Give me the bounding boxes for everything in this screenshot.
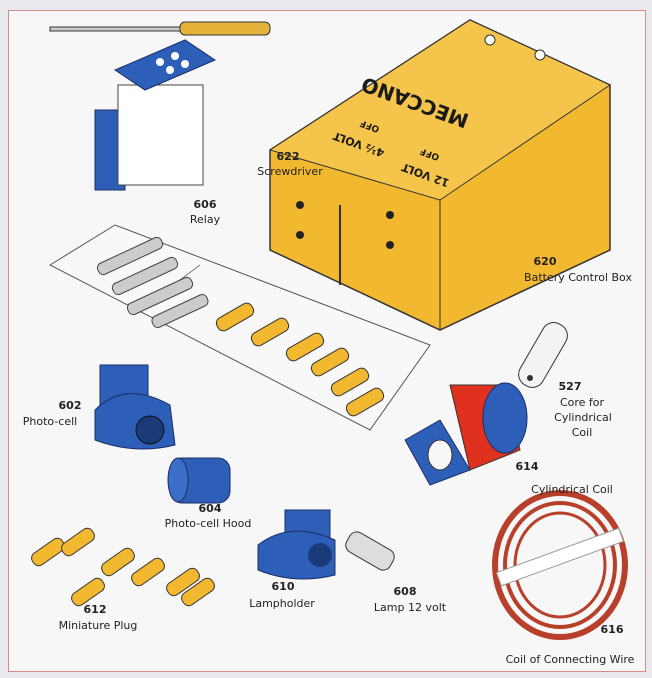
item-614-name: Cylindrical Coil bbox=[531, 483, 613, 496]
item-622-number: 622 bbox=[276, 150, 300, 163]
photo-cell-image bbox=[94, 364, 176, 450]
item-527-name-1: Core for bbox=[559, 396, 605, 409]
tray-screws bbox=[96, 236, 209, 328]
item-606-number: 606 bbox=[193, 198, 217, 211]
item-604-number: 604 bbox=[198, 502, 222, 515]
lampholder-image bbox=[257, 509, 336, 580]
core-image bbox=[518, 322, 568, 388]
item-604-name: Photo-cell Hood bbox=[164, 517, 252, 530]
item-602-name: Photo-cell bbox=[22, 415, 78, 428]
item-612-number: 612 bbox=[83, 603, 107, 616]
item-610-name: Lampholder bbox=[249, 597, 315, 610]
photo-cell-hood-image bbox=[167, 457, 231, 504]
item-620-name: Battery Control Box bbox=[524, 271, 632, 284]
item-527-number: 527 bbox=[558, 380, 582, 393]
relay-image bbox=[94, 39, 217, 191]
item-608-name: Lamp 12 volt bbox=[373, 601, 447, 614]
item-606-name: Relay bbox=[189, 213, 221, 226]
item-527-name-3: Coil bbox=[571, 426, 593, 439]
battery-control-box-image: MECCANO 4½ VOLT 12 VOLT OFF OFF bbox=[268, 19, 612, 331]
wire-coil-image bbox=[492, 490, 628, 640]
item-527-name-2: Cylindrical bbox=[554, 411, 612, 424]
item-610-number: 610 bbox=[271, 580, 295, 593]
item-616-name: Coil of Connecting Wire bbox=[505, 653, 635, 666]
item-608-number: 608 bbox=[393, 585, 417, 598]
item-602-number: 602 bbox=[58, 399, 82, 412]
item-612-name: Miniature Plug bbox=[58, 619, 138, 632]
miniature-plugs-image bbox=[31, 527, 215, 607]
cylindrical-coil-image bbox=[404, 382, 528, 486]
screwdriver-image bbox=[49, 21, 271, 36]
item-614-number: 614 bbox=[515, 460, 539, 473]
item-622-name: Screwdriver bbox=[257, 165, 323, 178]
item-620-number: 620 bbox=[533, 255, 557, 268]
tray-plugs bbox=[215, 302, 385, 417]
item-616-number: 616 bbox=[600, 623, 624, 636]
lamp-image bbox=[345, 531, 395, 571]
